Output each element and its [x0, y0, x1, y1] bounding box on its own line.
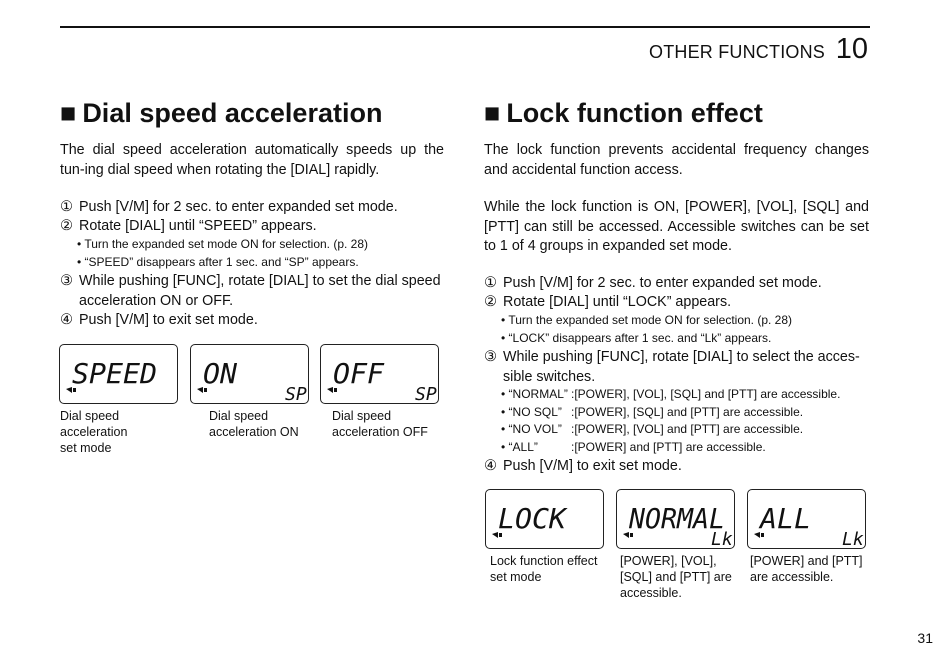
lcd-display-speed: SPEED	[59, 344, 178, 404]
lock-group-no-sql: • “NO SQL”:[POWER], [SQL] and [PTT] are …	[501, 405, 804, 419]
lock-group-no-vol: • “NO VOL”:[POWER], [VOL] and [PTT] are …	[501, 422, 804, 436]
dial-speed-title-text: Dial speed acceleration	[82, 98, 383, 128]
lcd-arrow-icon	[197, 387, 207, 393]
lcd-arrow-icon	[66, 387, 76, 393]
lcd-arrow-icon	[623, 532, 633, 538]
lcd-display-all: ALL Lk	[747, 489, 866, 550]
lcd-main-text: SPEED	[72, 357, 157, 390]
header-rule	[60, 26, 870, 28]
dial-speed-title: ■Dial speed acceleration	[60, 98, 382, 129]
lcd-main-text: ON	[203, 357, 237, 390]
lock-group-normal: • “NORMAL”:[POWER], [VOL], [SQL] and [PT…	[501, 387, 841, 401]
lcd-arrow-icon	[754, 532, 764, 538]
lock-intro: The lock function prevents accidental fr…	[484, 142, 869, 178]
lcd-main-text: NORMAL	[628, 502, 725, 535]
lcd-display-off: OFF SP	[320, 344, 439, 405]
lock-function-title-text: Lock function effect	[506, 98, 763, 128]
page-number: 31	[917, 630, 933, 646]
lcd-display-lock: LOCK	[485, 489, 604, 549]
lock-function-title: ■Lock function effect	[484, 98, 763, 129]
lock-step-2-note: • Turn the expanded set mode ON for sele…	[501, 313, 793, 327]
lcd-main-text: OFF	[333, 357, 385, 390]
dial-step-2-note: • “SPEED” disappears after 1 sec. and “S…	[77, 255, 359, 269]
lcd-arrow-icon	[492, 532, 502, 538]
lcd-display-on: ON SP	[190, 344, 309, 405]
lock-step-2-note: • “LOCK” disappears after 1 sec. and “Lk…	[501, 331, 772, 345]
dial-speed-intro: The dial speed acceleration automaticall…	[60, 142, 444, 178]
lcd-sub-text: SP	[415, 384, 437, 405]
lcd-sub-text: SP	[285, 384, 307, 405]
lcd-sub-text: Lk	[842, 529, 864, 550]
chapter-number: 10	[835, 33, 868, 65]
lcd-caption-all: [POWER] and [PTT]are accessible.	[750, 554, 863, 584]
lcd-arrow-icon	[327, 387, 337, 393]
lcd-main-text: LOCK	[498, 502, 568, 535]
title-square: ■	[60, 98, 77, 128]
dial-step-2-note: • Turn the expanded set mode ON for sele…	[77, 237, 369, 251]
lock-group-all: • “ALL”:[POWER] and [PTT] are accessible…	[501, 440, 766, 454]
lcd-main-text: ALL	[758, 502, 811, 535]
lock-para-2: While the lock function is ON, [POWER], …	[484, 199, 869, 254]
chapter-title: OTHER FUNCTIONS	[649, 42, 825, 62]
title-square: ■	[484, 98, 501, 128]
lcd-sub-text: Lk	[711, 529, 733, 550]
